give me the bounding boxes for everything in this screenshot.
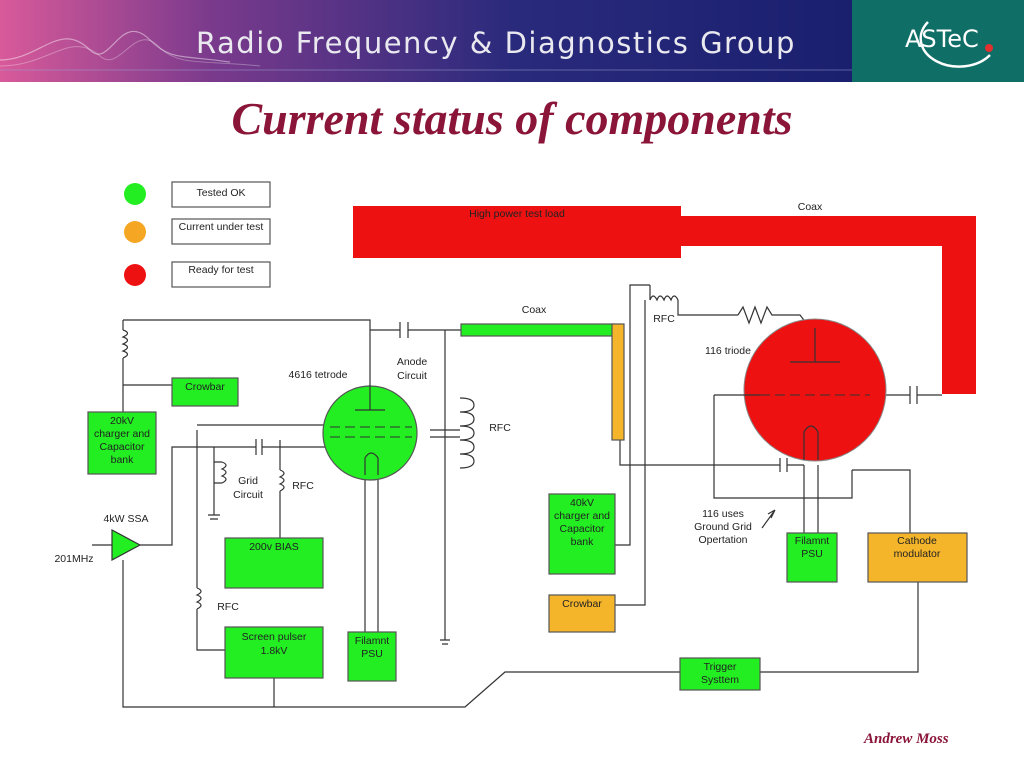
- crowbar-right-box: [548, 594, 616, 633]
- filament-psu-left-label: Filamnt: [355, 635, 390, 647]
- cathode-modulator-box: [867, 532, 968, 583]
- crowbar-right-label: Crowbar: [562, 598, 602, 610]
- ground-grid-label: 116 uses: [702, 508, 744, 520]
- ground-grid-label: Ground Grid: [694, 521, 752, 533]
- charger-20kv-label: charger and: [94, 428, 150, 440]
- crowbar-left-box: [171, 377, 239, 407]
- anode-circuit-label: Anode: [397, 356, 428, 368]
- high-power-test-load: [353, 206, 681, 258]
- triode-label: 116 triode: [705, 345, 751, 357]
- ssa-label: 4kW SSA: [104, 513, 149, 525]
- charger-40kv-label: bank: [571, 536, 595, 548]
- charger-20kv-label: Capacitor: [100, 441, 145, 453]
- coax-mid-label: Coax: [522, 304, 547, 316]
- filament-psu-right-box: [786, 532, 838, 583]
- high-power-load-label: High power test load: [469, 208, 565, 220]
- logo-dot-icon: [985, 44, 993, 52]
- charger-20kv-label: bank: [111, 454, 135, 466]
- legend-swatch-green: [124, 183, 146, 205]
- coax-mid-green: [460, 323, 615, 337]
- author-name: Andrew Moss: [864, 731, 949, 747]
- group-title: Radio Frequency & Diagnostics Group: [196, 26, 796, 60]
- charger-40kv-label: 40kV: [570, 497, 594, 509]
- coax-mid-orange: [611, 323, 625, 441]
- rfc-anode-label: RFC: [489, 422, 511, 434]
- banner-graphic: [0, 0, 1024, 82]
- screen-pulser-label: 1.8kV: [261, 645, 288, 657]
- trigger-system-label: Trigger: [704, 661, 737, 673]
- filament-psu-right-label: Filamnt: [795, 535, 830, 547]
- bias-label: 200v BIAS: [249, 541, 299, 553]
- legend-swatch-orange: [124, 221, 146, 243]
- triode-tube: [743, 318, 887, 462]
- header-banner: Radio Frequency & Diagnostics Group ASTe…: [0, 0, 1024, 82]
- legend-box: [171, 181, 271, 208]
- rfc-top-label: RFC: [653, 313, 675, 325]
- rfc-screen-label: RFC: [217, 601, 239, 613]
- charger-20kv-label: 20kV: [110, 415, 134, 427]
- wiring: [92, 284, 942, 708]
- coax-top-label: Coax: [798, 201, 823, 213]
- charger-40kv-label: charger and: [554, 510, 610, 522]
- filament-psu-right-label: PSU: [801, 548, 823, 560]
- ssa-amplifier-icon: [111, 528, 142, 562]
- logo-swoosh-icon: [919, 21, 991, 68]
- page-title: Current status of components: [231, 93, 793, 144]
- coax-top-vertical: [942, 246, 976, 394]
- filament-psu-left-box: [347, 631, 397, 682]
- legend-label: Ready for test: [188, 264, 253, 276]
- legend: Tested OK Current under test Ready for t…: [124, 181, 271, 288]
- cathode-modulator-label: Cathode: [897, 535, 937, 547]
- screen-pulser-label: Screen pulser: [242, 631, 307, 643]
- grid-circuit-label: Grid: [238, 475, 258, 487]
- frequency-label: 201MHz: [54, 553, 93, 565]
- anode-circuit-label: Circuit: [397, 370, 427, 382]
- charger-40kv-label: Capacitor: [560, 523, 605, 535]
- cathode-modulator-label: modulator: [894, 548, 941, 560]
- trigger-system-label: Systtem: [701, 674, 739, 686]
- trigger-system-box: [679, 657, 761, 691]
- grid-circuit-label: Circuit: [233, 489, 263, 501]
- coax-top-horizontal: [681, 216, 976, 246]
- legend-label: Current under test: [179, 221, 264, 233]
- legend-box: [171, 218, 271, 245]
- charger-20kv-box: [87, 411, 157, 475]
- astec-logo: ASTeC: [905, 25, 979, 53]
- rfc-grid-label: RFC: [292, 480, 314, 492]
- legend-swatch-red: [124, 264, 146, 286]
- ground-grid-label: Opertation: [698, 534, 747, 546]
- bias-200v-box: [224, 537, 324, 589]
- charger-40kv-box: [548, 493, 616, 575]
- legend-box: [171, 261, 271, 288]
- filament-psu-left-label: PSU: [361, 648, 383, 660]
- legend-label: Tested OK: [196, 187, 245, 199]
- screen-pulser-box: [224, 626, 324, 679]
- crowbar-left-label: Crowbar: [185, 381, 225, 393]
- tetrode-label: 4616 tetrode: [289, 369, 348, 381]
